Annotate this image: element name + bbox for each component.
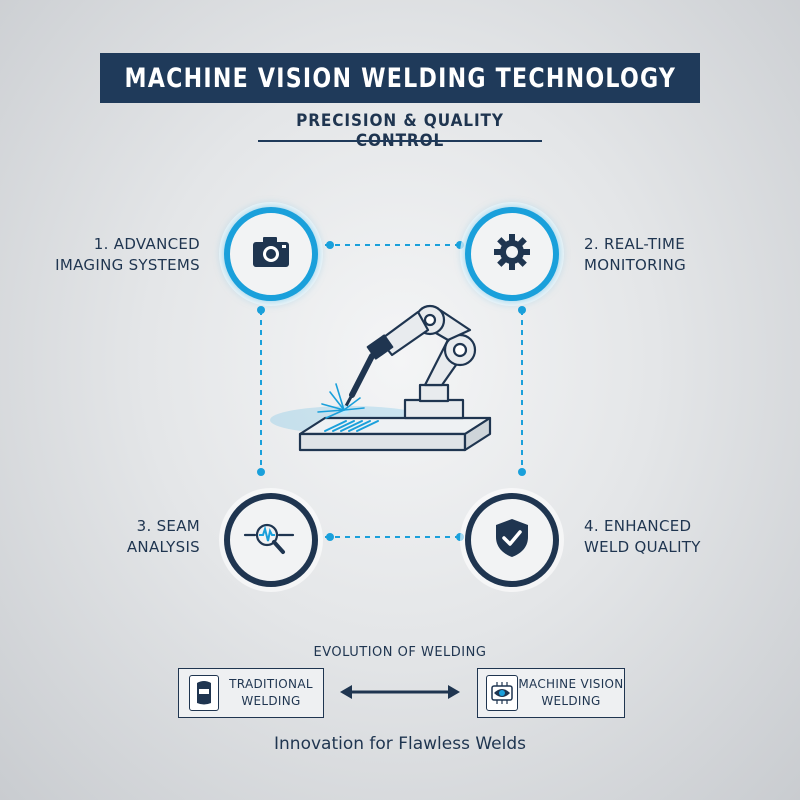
- connector-dot: [257, 306, 265, 314]
- welding-spark-icon: [317, 383, 365, 419]
- step-2-node: [465, 207, 559, 301]
- step-2-label: 2. REAL-TIME MONITORING: [584, 235, 687, 274]
- evolution-title: EVOLUTION OF WELDING: [313, 645, 487, 660]
- connector-dot: [456, 241, 464, 249]
- connector-dot: [257, 468, 265, 476]
- machine-vision-welding-box: MACHINE VISION WELDING: [477, 668, 625, 718]
- step-4-label: 4. ENHANCED WELD QUALITY: [584, 517, 701, 556]
- title-banner: MACHINE VISION WELDING TECHNOLOGY: [100, 53, 700, 103]
- shield-check-icon: [493, 517, 531, 564]
- traditional-welding-box: TRADITIONAL WELDING: [178, 668, 324, 718]
- camera-icon: [250, 234, 292, 275]
- subtitle-underline: [258, 140, 542, 142]
- connector-dot: [518, 468, 526, 476]
- step-3-label: 3. SEAM ANALYSIS: [126, 517, 200, 556]
- step-3-node: [224, 493, 318, 587]
- tagline: Innovation for Flawless Welds: [274, 734, 526, 754]
- connector-dot: [326, 241, 334, 249]
- step-4-node: [465, 493, 559, 587]
- connector-dot: [518, 306, 526, 314]
- step-1-node: [224, 207, 318, 301]
- gear-icon: [492, 232, 532, 277]
- double-arrow-icon: [340, 685, 460, 699]
- magnifier-waveform-icon: [243, 518, 299, 563]
- eye-chip-icon: [486, 675, 518, 711]
- robotic-welding-arm-icon: [270, 304, 492, 452]
- page-title: MACHINE VISION WELDING TECHNOLOGY: [124, 62, 676, 94]
- step-1-label: 1. ADVANCED IMAGING SYSTEMS: [55, 235, 200, 274]
- connector-dot: [456, 533, 464, 541]
- welding-helmet-icon: [189, 675, 219, 711]
- connector-dot: [326, 533, 334, 541]
